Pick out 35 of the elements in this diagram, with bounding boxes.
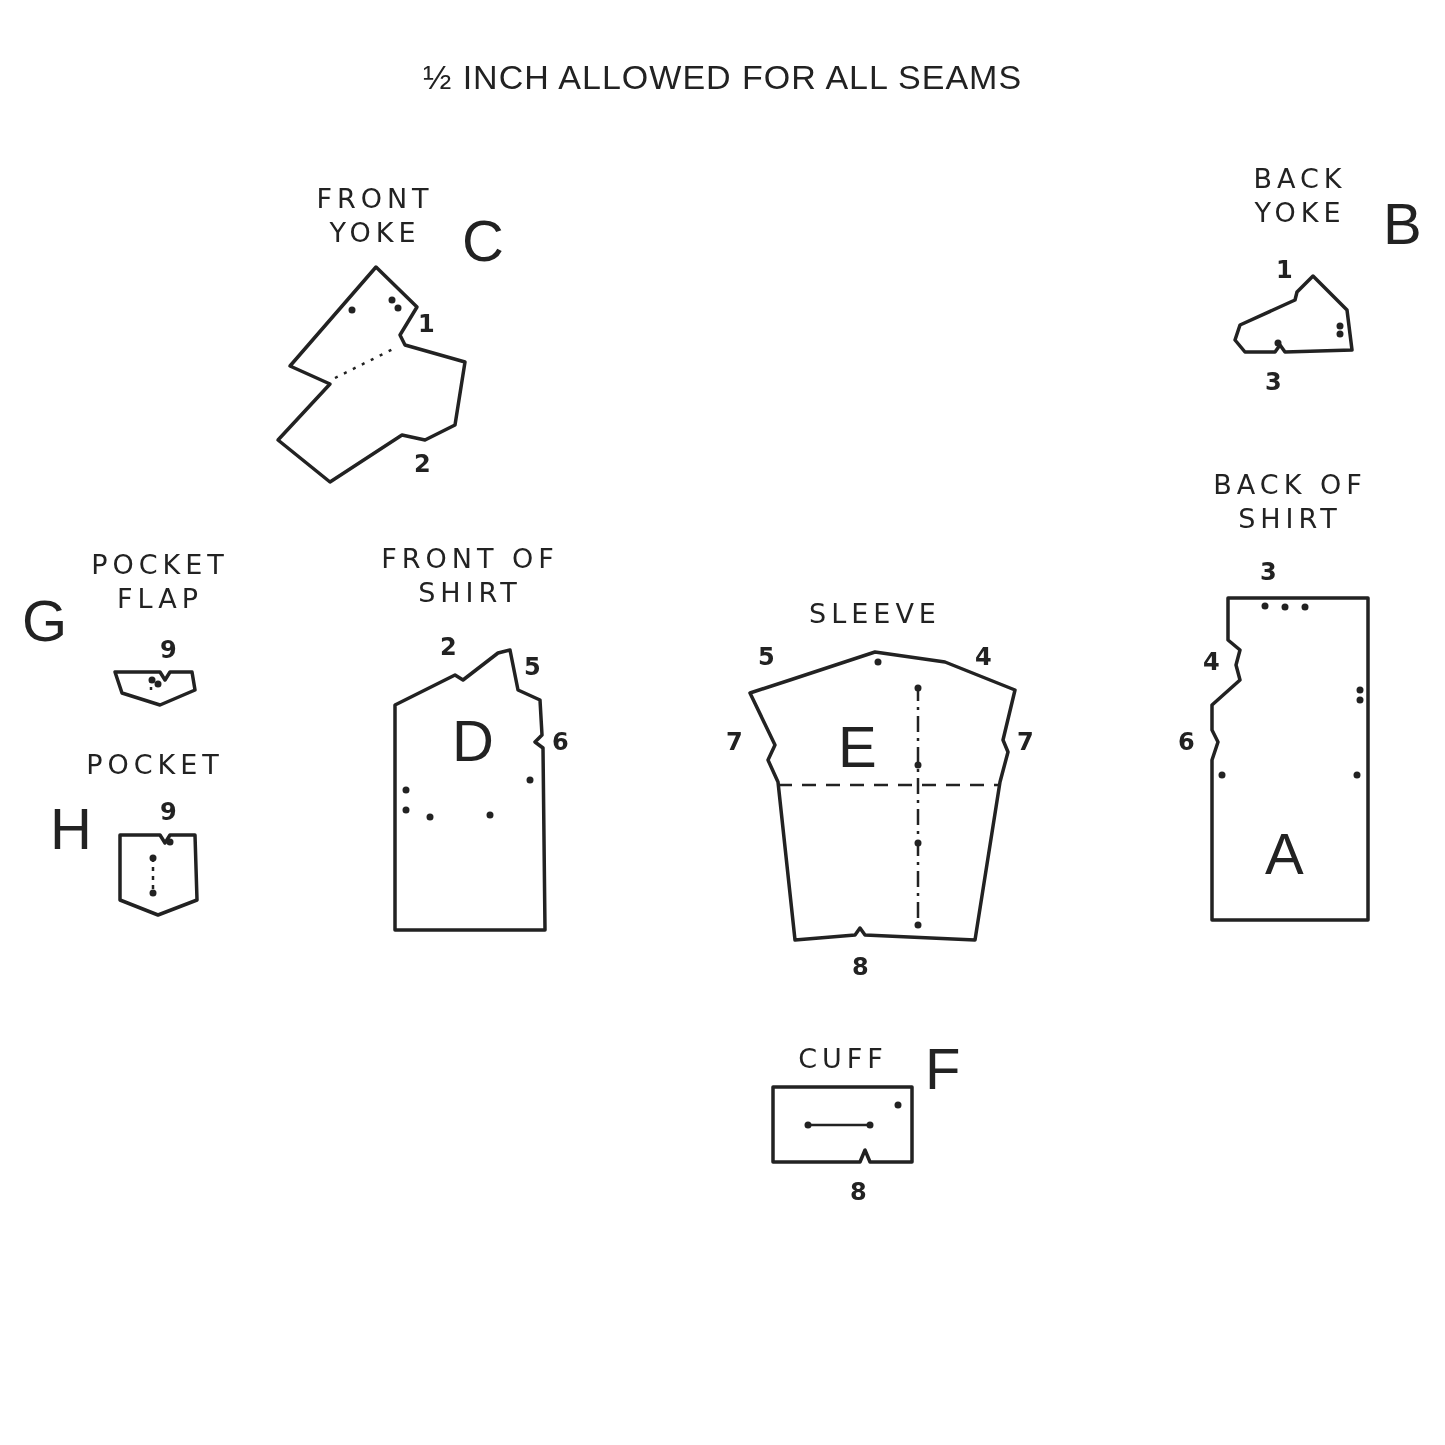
piece-name: FRONT YOKE [315, 182, 435, 250]
notch-number: 2 [414, 452, 431, 476]
notch-number: 3 [1260, 560, 1277, 584]
piece-name: POCKET FLAP [90, 548, 230, 616]
notch-number: 7 [1017, 730, 1034, 754]
piece-letter: D [452, 712, 494, 770]
piece-letter: C [462, 212, 504, 270]
notch-number: 4 [975, 645, 992, 669]
notch-number: 5 [524, 655, 541, 679]
piece-letter: G [22, 592, 68, 650]
piece-name: POCKET [85, 748, 225, 782]
notch-number: 4 [1203, 650, 1220, 674]
notch-number: 2 [440, 635, 457, 659]
notch-number: 6 [552, 730, 569, 754]
piece-name: BACK OF SHIRT [1212, 468, 1368, 536]
piece-name: BACK YOKE [1252, 162, 1348, 230]
notch-number: 8 [852, 955, 869, 979]
notch-number: 7 [726, 730, 743, 754]
piece-letter: B [1383, 195, 1422, 253]
notch-number: 6 [1178, 730, 1195, 754]
piece-letter: A [1265, 825, 1304, 883]
notch-number: 1 [1276, 258, 1293, 282]
notch-number: 5 [758, 645, 775, 669]
piece-name: CUFF [797, 1042, 889, 1076]
piece-letter: H [50, 800, 92, 858]
piece-name: SLEEVE [808, 597, 942, 631]
notch-number: 1 [418, 312, 435, 336]
pattern-note: ½ INCH ALLOWED FOR ALL SEAMS [421, 58, 1024, 97]
piece-letter: F [925, 1040, 961, 1098]
notch-number: 8 [850, 1180, 867, 1204]
notch-number: 9 [160, 800, 177, 824]
notch-number: 9 [160, 638, 177, 662]
notch-number: 3 [1265, 370, 1282, 394]
piece-name: FRONT OF SHIRT [380, 542, 560, 610]
piece-letter: E [838, 718, 877, 776]
